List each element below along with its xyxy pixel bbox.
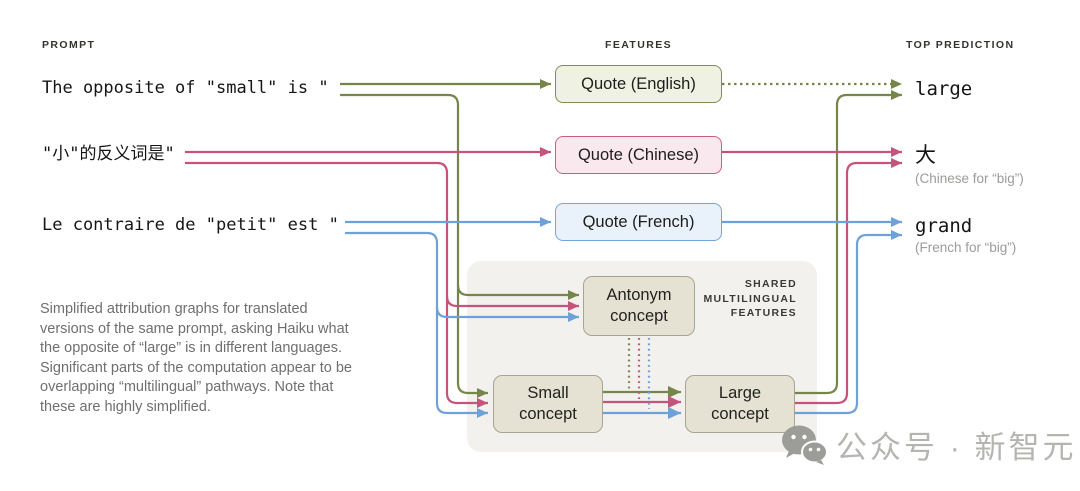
edge-english-to-small-concept <box>456 285 488 398</box>
prediction-chinese-note: (Chinese for “big”) <box>915 171 1024 186</box>
feature-box-quote-french: Quote (French) <box>555 203 722 241</box>
shared-label-line-3: FEATURES <box>730 307 797 319</box>
edge-large-concept-to-english-prediction <box>795 90 902 395</box>
concept-label-small: Small concept <box>519 384 577 423</box>
watermark-text: 公众号 · 新智元 <box>836 430 1077 465</box>
shared-label-line-2: MULTILINGUAL <box>703 292 797 305</box>
prompt-chinese: "小"的反义词是" <box>42 144 175 164</box>
wechat-icon <box>782 425 828 465</box>
feature-box-quote-chinese: Quote (Chinese) <box>555 136 722 174</box>
edge-large-concept-to-chinese-prediction <box>795 158 902 405</box>
concept-label-antonym: Antonym concept <box>606 286 672 325</box>
column-header-prompt: PROMPT <box>42 39 96 51</box>
feature-label-french: Quote (French) <box>582 212 695 231</box>
edge-chinese-to-small-concept <box>445 296 488 408</box>
feature-box-quote-english: Quote (English) <box>555 65 722 103</box>
feature-label-english: Quote (English) <box>581 74 696 93</box>
prediction-english: large <box>915 78 973 100</box>
concept-box-small: Small concept <box>493 375 603 433</box>
prediction-chinese: 大 <box>915 143 936 167</box>
prompt-english: The opposite of "small" is " <box>42 78 329 98</box>
concept-box-large: Large concept <box>685 375 795 433</box>
concept-label-large: Large concept <box>711 384 769 423</box>
prediction-french-note: (French for “big”) <box>915 240 1017 255</box>
shared-label-line-1: SHARED <box>744 278 797 290</box>
edge-french-prompt-to-antonym <box>345 231 579 322</box>
edge-english-prompt-to-antonym <box>340 93 579 300</box>
edge-large-concept-to-french-prediction <box>795 230 902 415</box>
figure-caption: Simplified attribution graphs for transl… <box>40 301 352 415</box>
edge-french-to-small-concept <box>435 307 488 418</box>
edge-chinese-prompt-to-antonym <box>185 161 579 311</box>
shared-features-label: SHARED MULTILINGUAL FEATURES <box>657 277 797 321</box>
prediction-french: grand <box>915 215 973 237</box>
prompt-french: Le contraire de "petit" est " <box>42 215 339 235</box>
feature-label-chinese: Quote (Chinese) <box>577 145 700 164</box>
concept-box-antonym: Antonym concept <box>583 276 695 336</box>
column-header-features: FEATURES <box>605 39 673 51</box>
column-header-top-prediction: TOP PREDICTION <box>906 39 1015 51</box>
